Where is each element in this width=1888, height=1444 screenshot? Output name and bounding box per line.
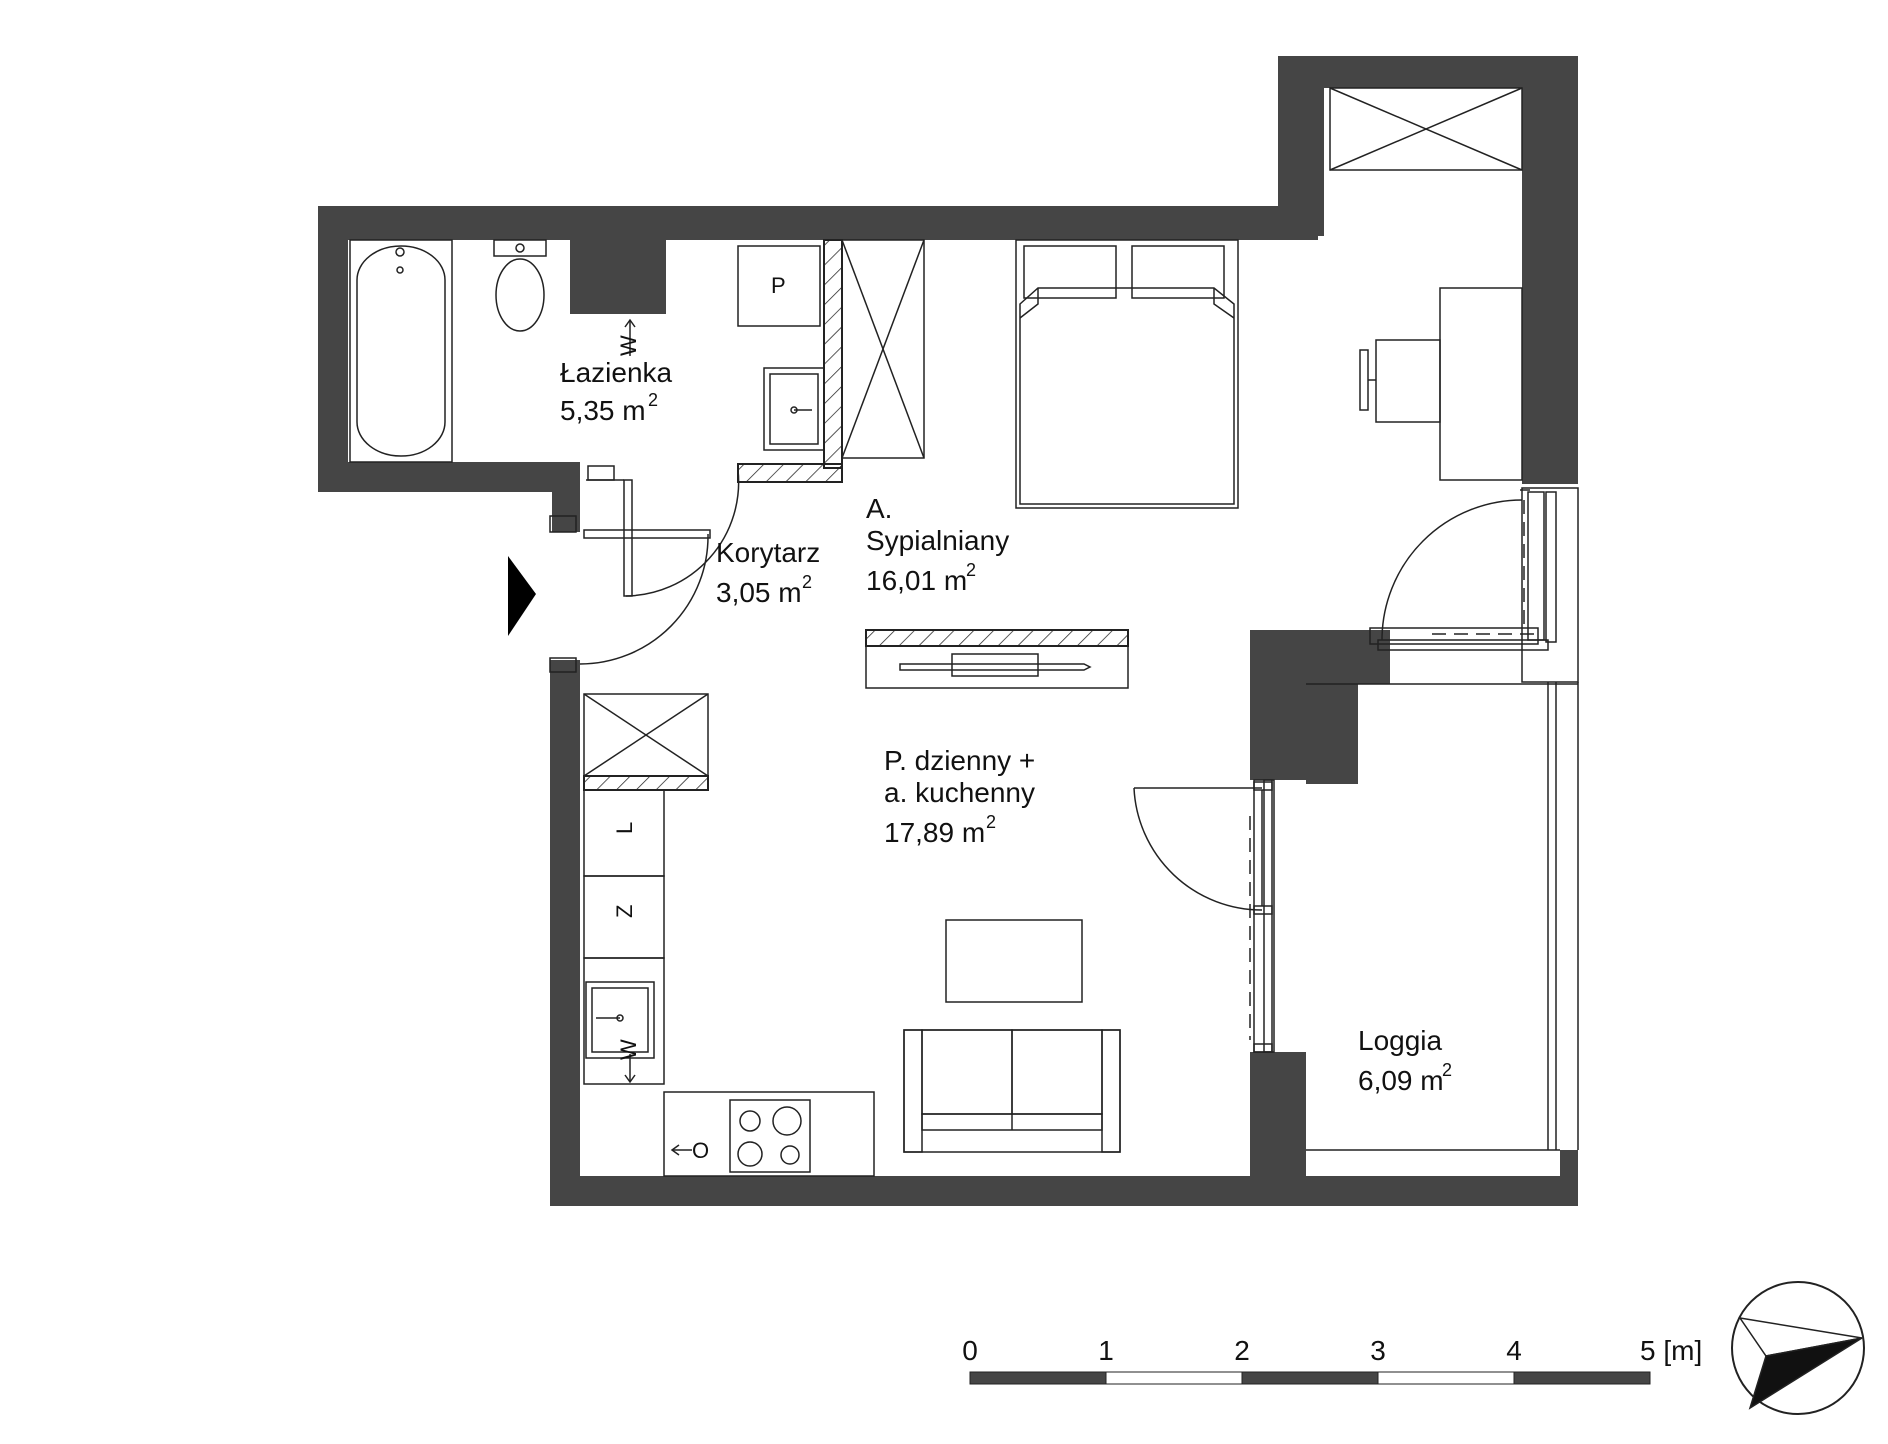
svg-text:2: 2: [802, 572, 812, 592]
entrance-door[interactable]: [549, 515, 711, 673]
toilet-tank: [493, 239, 547, 257]
wall-bath-bottom: [318, 462, 568, 492]
wall-shaft: [570, 236, 666, 314]
wall-bath-left: [318, 206, 348, 492]
svg-text:2: 2: [1442, 1060, 1452, 1080]
scale-tick-2: 2: [1234, 1335, 1250, 1366]
scale-bar: 0 1 2 3 4 5 [m]: [962, 1335, 1702, 1385]
loggia-rail: [1306, 682, 1579, 1151]
sofa: [903, 1029, 1121, 1153]
svg-text:a. kuchenny: a. kuchenny: [884, 777, 1035, 808]
north-arrow-icon: [1731, 1281, 1865, 1415]
svg-text:Łazienka: Łazienka: [560, 357, 673, 388]
svg-text:2: 2: [966, 560, 976, 580]
svg-text:3,05 m: 3,05 m: [716, 577, 802, 608]
desk: [1359, 287, 1523, 481]
bathtub-inner: [356, 245, 446, 457]
coffee-table: [945, 919, 1083, 1003]
room-label-lazienka: Łazienka 5,35 m 2: [560, 357, 673, 426]
wall-right-upper: [1522, 56, 1578, 484]
room-label-loggia: Loggia 6,09 m 2: [1358, 1025, 1452, 1096]
svg-text:Korytarz: Korytarz: [716, 537, 820, 568]
scale-tick-4: 4: [1506, 1335, 1522, 1366]
room-label-dzienny: P. dzienny + a. kuchenny 17,89 m 2: [884, 745, 1035, 848]
hood-label: O: [692, 1138, 709, 1163]
svg-text:17,89 m: 17,89 m: [884, 817, 985, 848]
room-label-sypialniany: A. Sypialniany 16,01 m 2: [866, 493, 1009, 596]
wardrobe-tower: [1329, 87, 1523, 171]
partition-bath-vertical: [823, 239, 843, 469]
kitchen: L Z W O: [583, 693, 875, 1177]
scale-tick-1: 1: [1098, 1335, 1114, 1366]
wall-living-left: [550, 660, 580, 1206]
bath-sink: [763, 367, 825, 451]
wall-loggia-divider-v1: [1250, 630, 1306, 780]
washer-label: P: [771, 273, 786, 298]
scale-tick-3: 3: [1370, 1335, 1386, 1366]
wall-bottom: [550, 1176, 1578, 1206]
washing-machine: [737, 245, 821, 327]
bed: [1015, 239, 1239, 509]
svg-text:Sypialniany: Sypialniany: [866, 525, 1009, 556]
loggia-door[interactable]: [1133, 779, 1275, 1053]
scale-tick-0: 0: [962, 1335, 978, 1366]
balcony-door-bedroom[interactable]: [1369, 487, 1579, 683]
svg-text:A.: A.: [866, 493, 892, 524]
bathtub: [349, 239, 453, 463]
svg-text:2: 2: [986, 812, 996, 832]
svg-text:6,09 m: 6,09 m: [1358, 1065, 1444, 1096]
wardrobe-corridor: [841, 239, 925, 459]
svg-text:P. dzienny +: P. dzienny +: [884, 745, 1035, 776]
walls: [318, 56, 1578, 1206]
scale-tick-5: 5 [m]: [1640, 1335, 1702, 1366]
fridge-label: L: [612, 822, 637, 834]
svg-text:16,01 m: 16,01 m: [866, 565, 967, 596]
svg-text:5,35 m: 5,35 m: [560, 395, 646, 426]
hob: [729, 1099, 811, 1173]
svg-text:2: 2: [648, 390, 658, 410]
svg-text:Loggia: Loggia: [1358, 1025, 1443, 1056]
kitchen-sink: [585, 981, 655, 1059]
tv-unit: [865, 629, 1129, 689]
entrance-arrow-icon: [508, 556, 536, 636]
vent-bath-label: W: [616, 335, 641, 356]
vent-kitchen-label: W: [616, 1039, 641, 1060]
freezer-label: Z: [612, 905, 637, 918]
partition-bath-horizontal: [737, 463, 843, 483]
wall-bath-top: [318, 206, 1318, 240]
wall-loggia-right-stub: [1560, 1150, 1578, 1206]
room-label-korytarz: Korytarz 3,05 m 2: [716, 537, 820, 608]
wall-loggia-divider-v2: [1250, 1052, 1306, 1206]
bathroom: P W: [349, 239, 843, 483]
toilet-bowl: [495, 258, 545, 332]
